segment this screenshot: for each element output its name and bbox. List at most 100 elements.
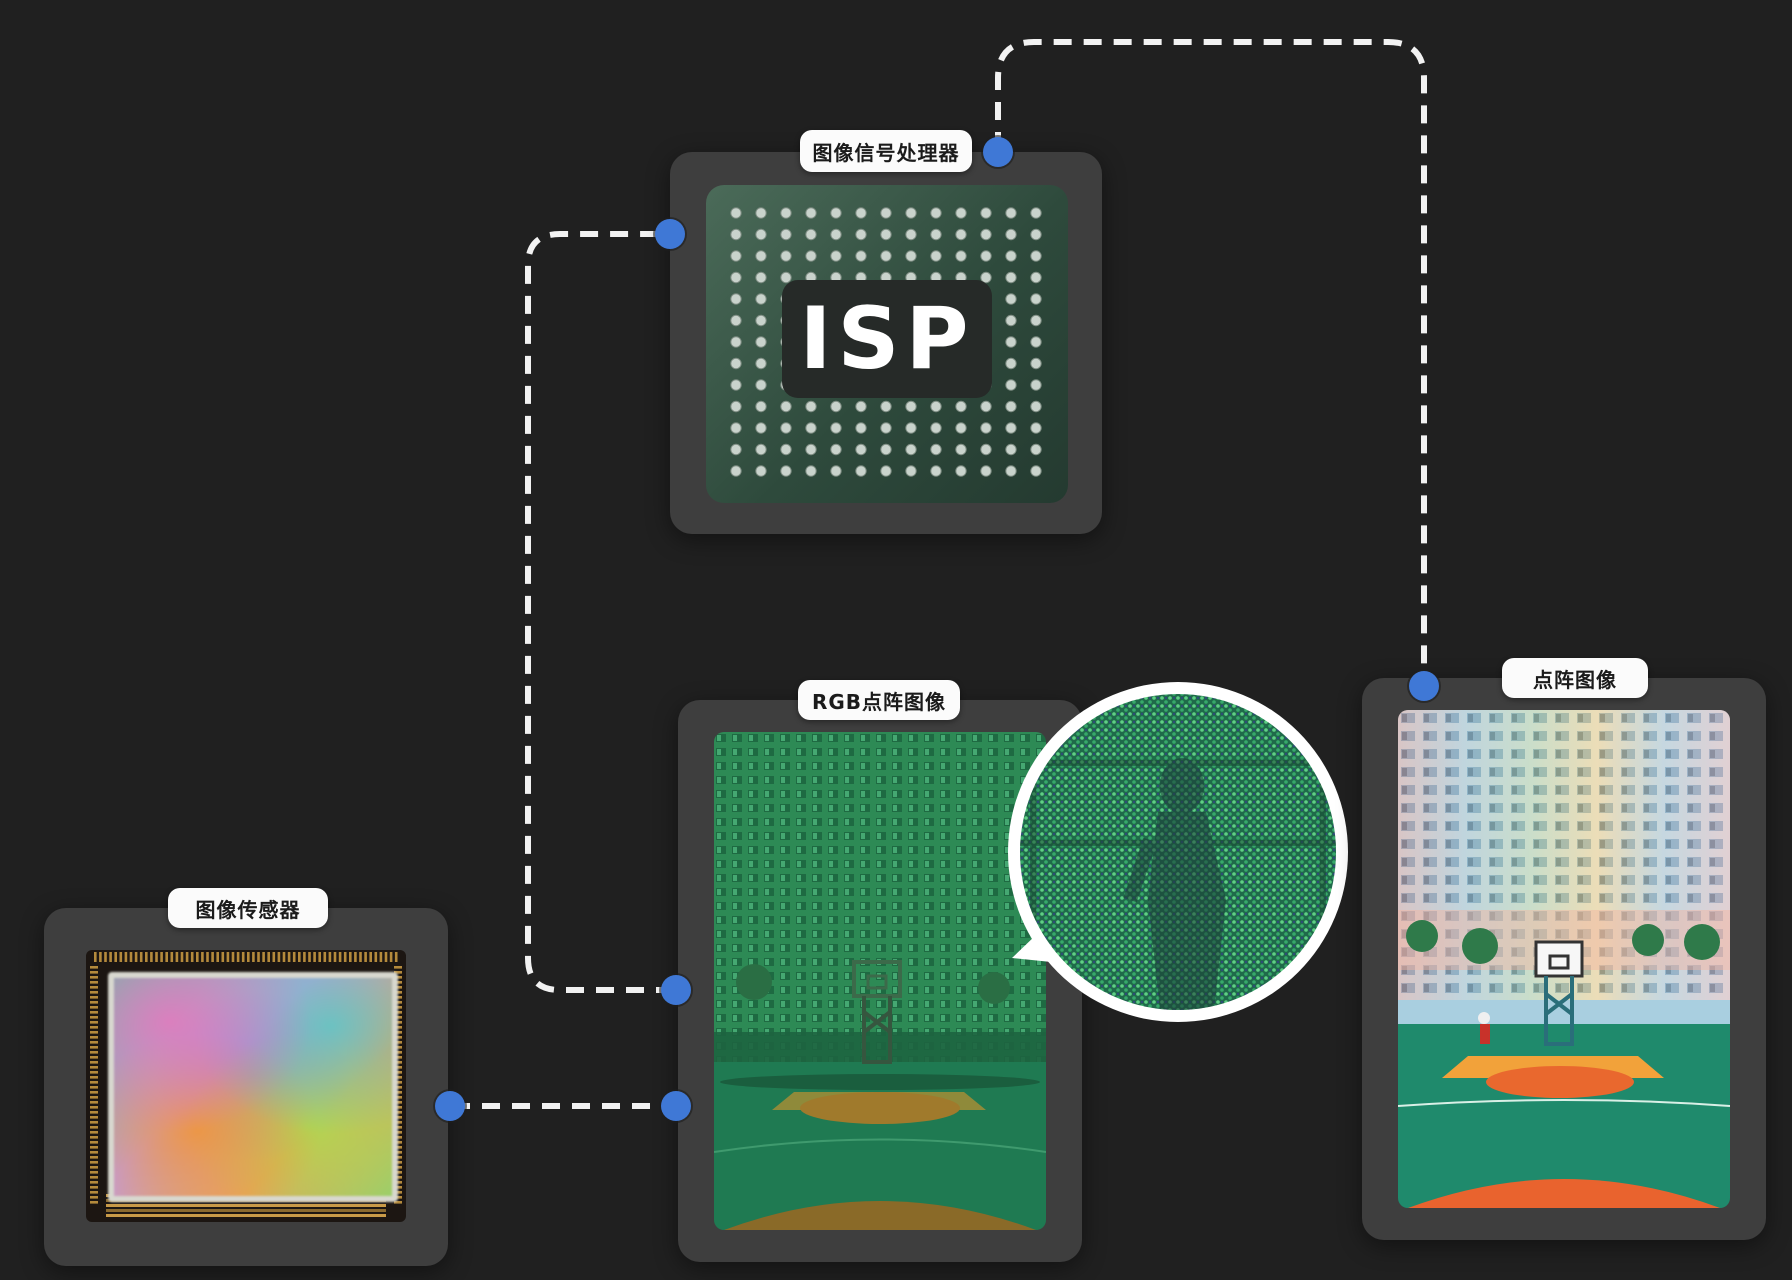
- sensor-pin: [119, 952, 123, 962]
- rgb-image-photo: [714, 732, 1046, 1230]
- isp-pin: [955, 400, 967, 413]
- sensor-pin: [287, 952, 291, 962]
- isp-pin: [1005, 357, 1017, 370]
- isp-pin: [730, 314, 742, 327]
- sensor-pin: [394, 1046, 402, 1049]
- isp-pin: [755, 400, 767, 413]
- sensor-pin: [90, 966, 98, 969]
- sensor-pin: [165, 952, 168, 962]
- dot-matrix-image-label: 点阵图像: [1502, 658, 1648, 698]
- sensor-pin: [90, 1056, 98, 1059]
- sensor-pin: [394, 1161, 402, 1164]
- isp-pin: [805, 422, 817, 434]
- image-sensor-label: 图像传感器: [168, 888, 328, 928]
- sensor-pin: [90, 1011, 98, 1014]
- sensor-pin: [292, 952, 296, 962]
- isp-pin: [730, 443, 742, 456]
- sensor-pin: [252, 952, 255, 962]
- sensor-pin: [145, 952, 148, 962]
- sensor-pin: [394, 1061, 402, 1064]
- sensor-pin: [338, 952, 342, 962]
- isp-pin: [730, 207, 742, 219]
- isp-pin: [755, 250, 767, 262]
- sensor-pin: [354, 952, 357, 962]
- sensor-pin: [90, 1106, 98, 1109]
- sensor-pin: [394, 1101, 402, 1104]
- sensor-pin: [394, 952, 398, 962]
- sensor-pin: [394, 1016, 402, 1019]
- sensor-pin: [394, 966, 402, 969]
- sensor-pin: [90, 1016, 98, 1019]
- sensor-pin: [394, 996, 402, 999]
- sensor-pin: [394, 1201, 402, 1204]
- sensor-bottom-contacts: [106, 1214, 386, 1217]
- isp-processor-label-text: 图像信号处理器: [812, 140, 960, 165]
- sensor-pin: [201, 952, 204, 962]
- sensor-pin: [90, 1136, 98, 1139]
- isp-pin: [880, 228, 892, 241]
- isp-pin: [780, 250, 792, 262]
- isp-pin: [805, 207, 817, 219]
- sensor-pin: [369, 952, 372, 962]
- isp-pin: [805, 400, 817, 413]
- isp-pin: [855, 465, 867, 477]
- isp-pin: [905, 443, 917, 456]
- isp-pin: [905, 250, 917, 262]
- isp-pin: [880, 422, 892, 434]
- sensor-pin: [394, 1056, 402, 1059]
- isp-pin: [1005, 207, 1017, 219]
- isp-pin: [1005, 336, 1017, 348]
- isp-pin: [905, 400, 917, 413]
- sensor-pin: [374, 952, 378, 962]
- sensor-pin: [394, 1176, 402, 1179]
- sensor-pin: [90, 1031, 98, 1034]
- isp-pin: [905, 228, 917, 241]
- sensor-pin: [384, 952, 388, 962]
- sensor-pin: [90, 1066, 98, 1069]
- sensor-pin: [94, 952, 97, 962]
- sensor-pin: [303, 952, 306, 962]
- sensor-pin: [394, 1141, 402, 1144]
- isp-pin: [755, 336, 767, 348]
- sensor-pin: [160, 952, 163, 962]
- sensor-pin: [90, 1151, 98, 1154]
- sensor-pin: [90, 1126, 98, 1129]
- sensor-pin: [90, 1166, 98, 1169]
- isp-pin: [955, 207, 967, 219]
- isp-badge-text: ISP: [799, 289, 975, 389]
- isp-pin: [1030, 271, 1042, 284]
- sensor-pin: [190, 952, 194, 962]
- sensor-pin: [328, 952, 332, 962]
- isp-pin: [855, 228, 867, 241]
- isp-pin: [1030, 250, 1042, 262]
- isp-pin: [930, 465, 942, 477]
- sensor-pin: [90, 1086, 98, 1089]
- sensor-pin: [134, 952, 138, 962]
- isp-pin: [730, 228, 742, 241]
- sensor-pin: [394, 1026, 402, 1029]
- isp-pin: [1005, 379, 1017, 391]
- sensor-pin: [90, 1181, 98, 1184]
- isp-pin: [855, 422, 867, 434]
- sensor-pin: [394, 1171, 402, 1174]
- isp-pin: [930, 250, 942, 262]
- sensor-pin: [90, 1141, 98, 1144]
- sensor-pin: [90, 1196, 98, 1199]
- isp-pin: [955, 465, 967, 477]
- isp-pin: [980, 443, 992, 456]
- sensor-pin: [318, 952, 321, 962]
- isp-pin: [755, 443, 767, 456]
- isp-pin: [980, 465, 992, 477]
- sensor-pin: [394, 1131, 402, 1134]
- isp-pin: [755, 314, 767, 327]
- sensor-pin: [90, 1001, 98, 1004]
- sensor-glass: [108, 972, 398, 1202]
- isp-pin: [1030, 207, 1042, 219]
- sensor-pin: [394, 971, 402, 974]
- isp-pin: [880, 250, 892, 262]
- isp-pin: [730, 271, 742, 284]
- sensor-pin: [196, 952, 199, 962]
- isp-pin: [955, 443, 967, 456]
- sensor-pin: [90, 1146, 98, 1149]
